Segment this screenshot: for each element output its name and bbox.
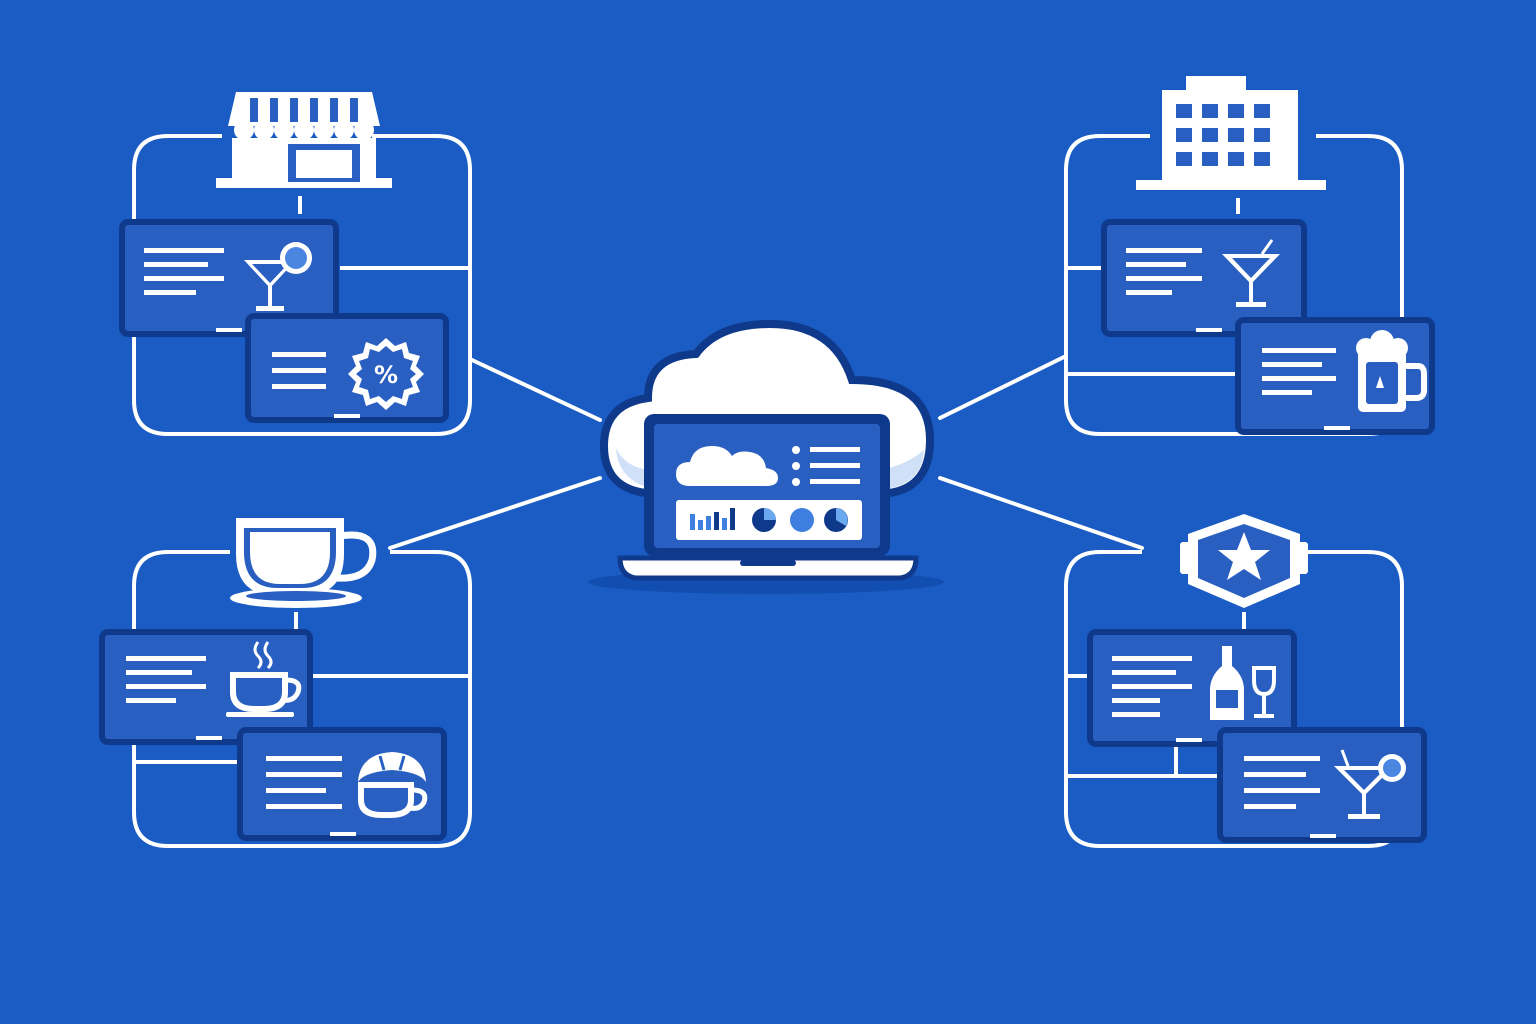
text-lines xyxy=(272,352,326,389)
connector-shop xyxy=(470,358,602,422)
text-lines xyxy=(1262,348,1336,395)
venue-hotel-frame xyxy=(1064,134,1404,436)
cocktail-lime-icon xyxy=(1334,749,1406,819)
dashboard-cloud-icon xyxy=(676,446,778,486)
screen-cafe-1 xyxy=(99,629,313,745)
beer-mug-icon xyxy=(1356,330,1427,412)
cocktail-glass-icon xyxy=(1222,239,1280,307)
connector-hotel xyxy=(938,354,1068,420)
pie-chart-icon xyxy=(752,508,848,532)
screen-hotel-2 xyxy=(1235,317,1435,435)
hub-cloud-laptop xyxy=(588,319,944,594)
list-icon xyxy=(792,446,860,486)
screen-shop-2: % xyxy=(245,313,449,423)
star-shield-badge-icon xyxy=(1180,514,1308,608)
venue-shop-frame xyxy=(132,134,472,436)
venue-bar-frame xyxy=(1064,550,1404,848)
text-lines xyxy=(1112,656,1192,717)
screen-hotel-1 xyxy=(1101,219,1307,337)
venue-shop: % xyxy=(119,92,472,436)
connector-bar xyxy=(938,476,1144,550)
hot-coffee-icon xyxy=(226,641,302,717)
connector-cafe xyxy=(388,476,602,550)
bar-chart-icon xyxy=(690,508,735,530)
laptop-icon xyxy=(617,414,919,581)
martini-glass-icon xyxy=(244,242,312,311)
venue-hotel xyxy=(1064,76,1435,436)
coffee-cup-icon xyxy=(230,518,377,608)
text-lines xyxy=(144,248,224,295)
text-lines xyxy=(266,756,342,809)
venue-bar xyxy=(1064,514,1427,848)
screen-bar-1 xyxy=(1087,629,1297,747)
text-lines xyxy=(126,656,206,703)
svg-text:%: % xyxy=(374,361,398,389)
wine-bottle-glass-icon xyxy=(1210,646,1276,720)
percent-badge-icon: % xyxy=(348,338,424,410)
text-lines xyxy=(1244,756,1320,809)
venue-cafe xyxy=(99,518,472,848)
croissant-coffee-icon xyxy=(358,752,428,818)
venue-cafe-frame xyxy=(132,550,472,848)
screen-bar-2 xyxy=(1217,727,1427,843)
text-lines xyxy=(1126,248,1202,295)
screen-cafe-2 xyxy=(237,727,447,841)
hotel-building-icon xyxy=(1136,76,1326,190)
storefront-icon xyxy=(216,92,392,188)
screen-shop-1 xyxy=(119,219,339,337)
hub-connectors xyxy=(388,354,1144,550)
